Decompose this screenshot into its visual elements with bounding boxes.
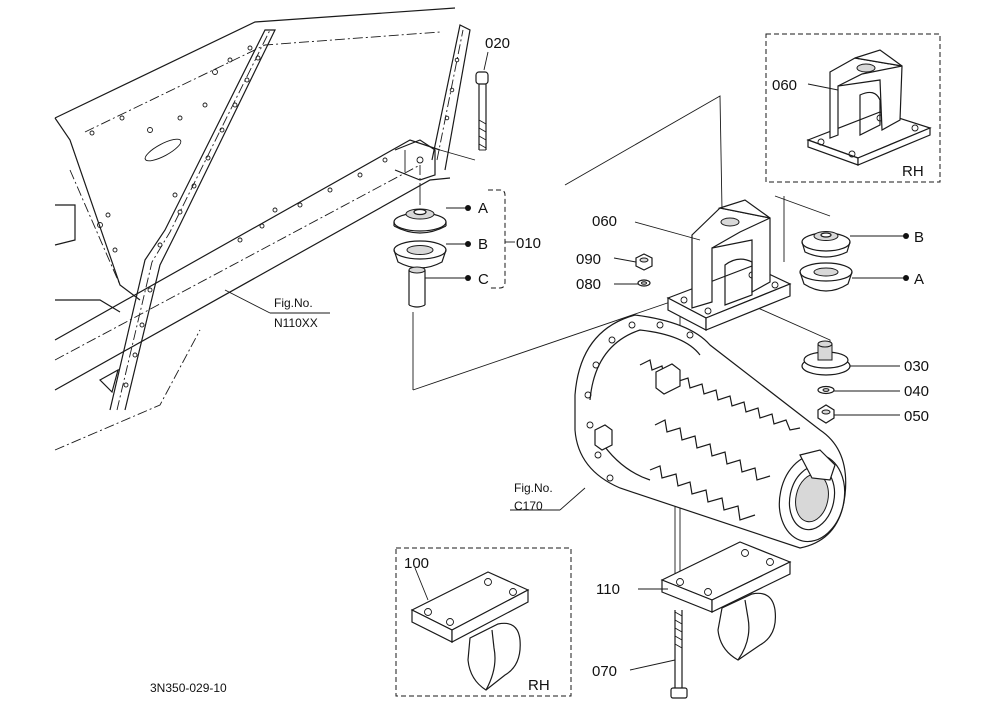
label-b-right: B (914, 229, 924, 246)
label-rh-top: RH (902, 163, 924, 180)
rubber-mount-b-left (393, 240, 447, 269)
label-070: 070 (592, 663, 617, 680)
rh-inset-box-bottom (395, 547, 572, 697)
label-030: 030 (904, 358, 929, 375)
label-100: 100 (404, 555, 429, 572)
label-060-rh: 060 (772, 77, 797, 94)
rubber-mount-a-right (799, 262, 853, 292)
frame-assembly (54, 7, 476, 451)
mount-bracket-060 (666, 199, 792, 331)
bolt-070 (670, 610, 688, 699)
label-040: 040 (904, 383, 929, 400)
label-050: 050 (904, 408, 929, 425)
bolt-020 (475, 71, 489, 151)
label-a-left: A (478, 200, 488, 217)
label-rh-bottom: RH (528, 677, 550, 694)
washer-080 (637, 279, 651, 287)
label-fig-n110-line2: N110XX (274, 316, 318, 330)
nut-090 (635, 253, 653, 271)
rh-inset-box-top (765, 33, 941, 183)
washer-040 (817, 385, 835, 395)
label-a-right: A (914, 271, 924, 288)
collar-c (408, 266, 426, 308)
rubber-mount-a-left (393, 208, 447, 234)
label-080: 080 (576, 276, 601, 293)
axle-housing-c170 (510, 314, 847, 549)
label-010: 010 (516, 235, 541, 252)
label-090: 090 (576, 251, 601, 268)
label-060: 060 (592, 213, 617, 230)
label-110: 110 (596, 581, 620, 598)
stopper-030 (801, 340, 851, 376)
drawing-number: 3N350-029-10 (150, 681, 227, 695)
rubber-mount-b-right (801, 231, 851, 258)
left-mount-stack (393, 71, 515, 390)
label-fig-c170-line1: Fig.No. (514, 481, 553, 495)
label-b-left: B (478, 236, 488, 253)
label-fig-c170-line2: C170 (514, 499, 543, 513)
label-c-left: C (478, 271, 489, 288)
support-bracket-110 (660, 541, 792, 661)
label-020: 020 (485, 35, 510, 52)
label-fig-n110-line1: Fig.No. (274, 296, 313, 310)
nut-050 (817, 404, 835, 424)
